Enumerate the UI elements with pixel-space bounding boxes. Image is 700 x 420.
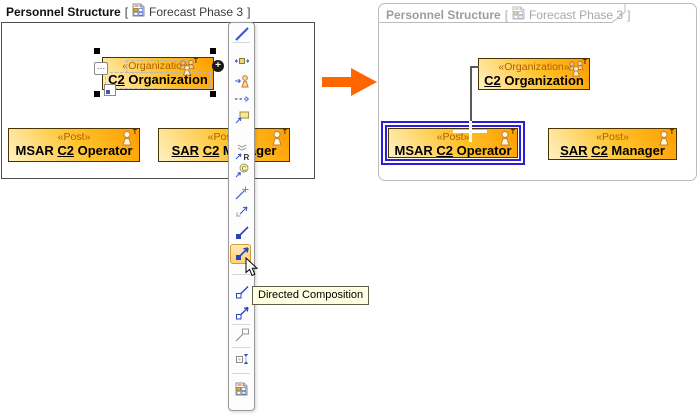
- connector-line: [470, 66, 472, 132]
- post-person-icon: T: [497, 129, 515, 148]
- node-stereotype: «Organization»: [498, 61, 570, 73]
- composition-tool-icon[interactable]: [233, 225, 250, 241]
- bracket-open: [: [504, 7, 509, 22]
- node-stereotype: «Post»: [57, 131, 91, 143]
- vertical-distribute-tool-icon[interactable]: [233, 351, 250, 367]
- name-edit-outline: [105, 72, 211, 89]
- type-marker: T: [193, 58, 198, 65]
- palette-separator: [232, 274, 250, 275]
- organization-group-icon: T: [567, 59, 587, 78]
- drop-crosshair: [469, 121, 472, 142]
- assign-person-tool-icon[interactable]: [233, 73, 250, 89]
- node-name: SAR C2 Manager: [560, 143, 665, 158]
- diagram-overview-tool-icon[interactable]: [233, 381, 250, 397]
- node-name: C2 Organization: [484, 73, 584, 88]
- left-diagram-header: Personnel Structure [ Forecast Phase 3 ]: [6, 3, 250, 20]
- more-options-button[interactable]: …: [94, 62, 108, 75]
- post-person-icon: T: [656, 129, 674, 148]
- resource-tool-icon[interactable]: R: [233, 141, 250, 161]
- svg-text:C: C: [241, 166, 246, 173]
- add-related-element-button[interactable]: +: [212, 60, 224, 72]
- post-node-msar-c2-operator[interactable]: «Post» MSAR C2 Operator T: [8, 128, 140, 162]
- org-node-c2-organization[interactable]: «Organization» C2 Organization T: [102, 57, 214, 90]
- containment-tool-icon[interactable]: [233, 53, 250, 69]
- node-stereotype: «Post»: [436, 131, 470, 143]
- selection-handle-top-right[interactable]: [210, 48, 216, 54]
- type-marker: T: [582, 59, 587, 66]
- mouse-cursor: [245, 256, 259, 283]
- selection-handle-top-left[interactable]: [94, 48, 100, 54]
- association-tool-icon[interactable]: [233, 26, 250, 42]
- connector-stub: [470, 66, 479, 68]
- left-diagram-title: Personnel Structure: [6, 4, 121, 19]
- palette-separator: [232, 347, 250, 348]
- node-name: MSAR C2 Operator: [15, 143, 133, 158]
- type-marker: T: [282, 129, 287, 136]
- dependency-tool-icon[interactable]: [233, 91, 250, 107]
- bracket-open: [: [124, 4, 129, 19]
- node-stereotype: «Organization»: [122, 60, 194, 72]
- compartment-button[interactable]: [104, 84, 116, 96]
- aggregation-tool-icon[interactable]: [233, 284, 250, 300]
- type-marker: T: [132, 129, 137, 136]
- directed-aggregation-tool-icon[interactable]: [233, 305, 250, 321]
- transition-arrow: [322, 64, 378, 105]
- organization-group-icon: T: [178, 58, 198, 77]
- post-person-icon: T: [119, 129, 137, 148]
- post-node-sar-c2-manager[interactable]: «Post» SAR C2 Manager T: [158, 128, 290, 162]
- note-anchor-tool-icon[interactable]: [233, 327, 250, 343]
- bracket-close: ]: [627, 7, 631, 22]
- palette-separator: [232, 324, 250, 325]
- diagram-type-icon: [512, 6, 525, 23]
- node-stereotype: «Post»: [596, 131, 629, 143]
- palette-separator: [232, 42, 250, 43]
- right-diagram-header: Personnel Structure [ Forecast Phase 3 ]: [386, 6, 630, 23]
- palette-separator: [232, 373, 250, 374]
- selection-handle-bottom-left[interactable]: [94, 91, 100, 97]
- type-marker: T: [510, 129, 515, 136]
- type-marker: T: [669, 129, 674, 136]
- post-node-sar-c2-manager-right[interactable]: «Post» SAR C2 Manager T: [548, 128, 677, 160]
- bracket-close: ]: [247, 4, 251, 19]
- post-person-icon: T: [269, 129, 287, 148]
- directed-composition-tool-icon[interactable]: [233, 246, 250, 262]
- copy-tool-icon[interactable]: C: [233, 163, 250, 179]
- svg-text:R: R: [243, 153, 249, 161]
- redefine-tool-icon[interactable]: [233, 203, 250, 219]
- post-node-msar-c2-operator-right[interactable]: «Post» MSAR C2 Operator T: [388, 128, 518, 158]
- right-diagram-context: Forecast Phase 3: [529, 7, 624, 22]
- relationship-tool-palette: R C: [228, 22, 255, 411]
- org-node-c2-organization-right[interactable]: «Organization» C2 Organization T: [478, 58, 590, 90]
- left-diagram-context: Forecast Phase 3: [149, 4, 244, 19]
- node-name: MSAR C2 Operator: [394, 143, 512, 158]
- drop-target-highlight: «Post» MSAR C2 Operator T: [381, 121, 525, 165]
- right-diagram-title: Personnel Structure: [386, 7, 501, 22]
- node-name: C2 Organization: [108, 72, 208, 87]
- tooltip: Directed Composition: [252, 286, 370, 305]
- join-tool-icon[interactable]: [233, 185, 250, 201]
- tag-tool-icon[interactable]: [233, 109, 250, 125]
- selection-handle-bottom-right[interactable]: [210, 91, 216, 97]
- diagram-type-icon: [132, 3, 145, 20]
